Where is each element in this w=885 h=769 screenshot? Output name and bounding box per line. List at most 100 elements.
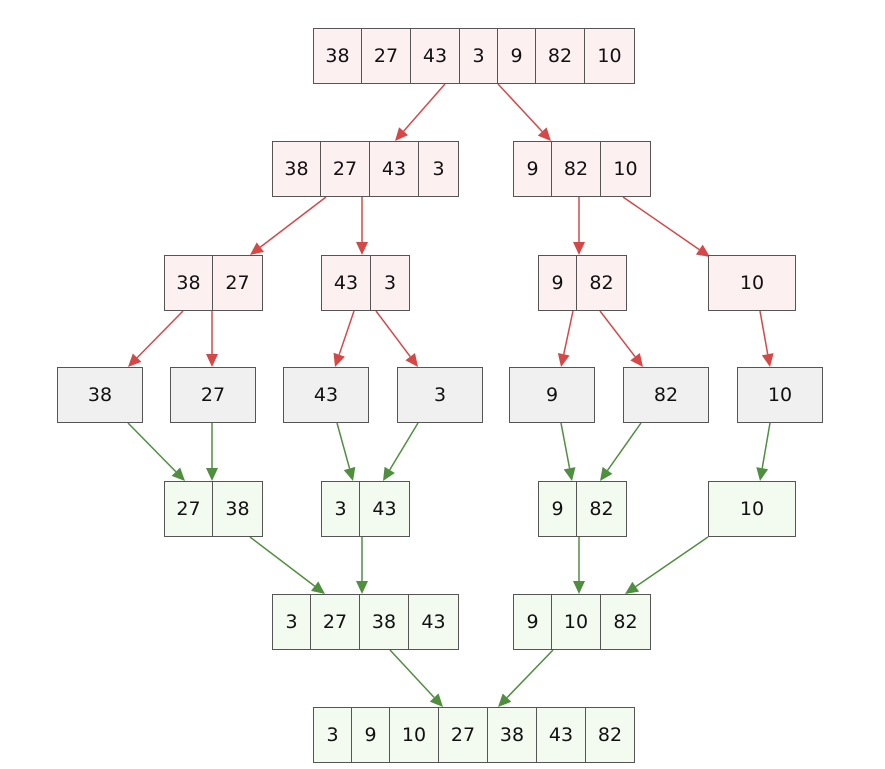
arrowhead-icon: [171, 467, 185, 481]
arrowhead-icon: [537, 127, 551, 141]
array-cell: 27: [165, 482, 213, 536]
edge-split-n4-n10: [375, 310, 418, 367]
edge-line: [389, 422, 419, 471]
arrowhead-icon: [356, 581, 368, 594]
arrowhead-icon: [343, 466, 356, 481]
array-cell: 82: [552, 142, 601, 196]
arrowhead-icon: [630, 353, 643, 367]
array-cell: 10: [739, 272, 765, 294]
array-cell: 9: [545, 384, 559, 406]
arrowhead-icon: [356, 242, 368, 255]
edge-line: [761, 422, 771, 469]
array-cell: 82: [589, 498, 614, 520]
edge-split-n6-n13: [759, 310, 774, 367]
edge-merge-n10-n15: [383, 422, 419, 481]
edge-line: [389, 649, 435, 698]
array-cell: 82: [613, 611, 638, 633]
arrowhead-icon: [128, 353, 142, 367]
arrowhead-icon: [383, 466, 395, 481]
array-cell: 3: [460, 29, 498, 83]
arrowhead-icon: [311, 581, 325, 594]
array-cell: 38: [488, 708, 537, 762]
edge-split-n2-n6: [622, 196, 710, 257]
array-cell: 38: [314, 29, 362, 83]
edge-split-n1-n4: [356, 197, 368, 255]
edge-split-n5-n11: [557, 310, 574, 367]
array-node-single: 10: [737, 367, 823, 423]
array-node-single: 43: [283, 367, 369, 423]
arrowhead-icon: [395, 127, 409, 141]
arrowhead-icon: [557, 353, 570, 367]
array-cell: 43: [313, 384, 339, 406]
array-cell: 43: [411, 29, 460, 83]
edge-line: [622, 196, 700, 251]
array-cell: 10: [613, 158, 638, 180]
edge-split-n0-n2: [497, 83, 551, 141]
arrowhead-icon: [498, 693, 512, 707]
array-cell: 38: [360, 595, 409, 649]
array-cell: 27: [321, 142, 370, 196]
array-cell: 82: [536, 29, 585, 83]
array-cell: 38: [225, 498, 250, 520]
edge-line: [560, 422, 571, 469]
edge-line: [336, 422, 351, 469]
edge-merge-n16-n19: [573, 537, 585, 594]
arrowhead-icon: [563, 467, 576, 481]
array-node-split: 10: [708, 255, 796, 311]
edge-split-n0-n1: [395, 83, 446, 141]
array-cell: 27: [311, 595, 360, 649]
array-node-single: 82: [623, 367, 709, 423]
array-cell: 9: [539, 256, 577, 310]
array-cell: 43: [537, 708, 586, 762]
arrowhead-icon: [429, 693, 443, 707]
edge-merge-n11-n16: [560, 422, 576, 481]
array-cell: 10: [739, 498, 765, 520]
array-node-split: 43 3: [321, 255, 410, 311]
arrowhead-icon: [405, 353, 418, 367]
edge-merge-n17-n19: [625, 536, 709, 594]
array-cell: 43: [421, 611, 446, 633]
arrowhead-icon: [573, 581, 585, 594]
arrowhead-icon: [600, 466, 613, 481]
edge-merge-n19-n20: [498, 649, 554, 707]
array-node-single: 9: [509, 367, 595, 423]
array-node-single: 38: [57, 367, 143, 423]
array-cell: 9: [514, 595, 552, 649]
edge-merge-n12-n16: [600, 422, 642, 481]
array-cell: 27: [225, 272, 250, 294]
edge-line: [562, 310, 574, 355]
array-cell: 43: [370, 142, 419, 196]
edge-line: [338, 310, 355, 355]
edge-line: [635, 536, 709, 588]
array-cell: 3: [432, 158, 445, 180]
edge-merge-n7-n14: [127, 422, 185, 481]
edge-merge-n15-n18: [356, 537, 368, 594]
arrowhead-icon: [573, 242, 585, 255]
array-cell: 3: [273, 595, 311, 649]
arrowhead-icon: [695, 244, 710, 257]
array-cell: 3: [383, 272, 397, 294]
array-cell: 10: [390, 708, 439, 762]
array-cell: 43: [322, 256, 371, 310]
edge-merge-n13-n17: [756, 422, 771, 481]
edge-split-n1-n3: [250, 196, 327, 255]
array-cell: 3: [433, 384, 447, 406]
array-cell: 10: [597, 45, 622, 67]
edge-merge-n18-n20: [389, 649, 443, 707]
edge-line: [599, 310, 636, 358]
array-cell: 9: [498, 29, 536, 83]
arrowhead-icon: [761, 353, 774, 367]
edge-merge-n8-n14: [206, 423, 218, 481]
edge-split-n4-n9: [333, 310, 355, 367]
edge-line: [497, 83, 543, 132]
edge-split-n3-n8: [206, 311, 218, 367]
edge-merge-n14-n18: [249, 536, 325, 594]
array-cell: 38: [273, 142, 321, 196]
array-node-single: 27: [170, 367, 256, 423]
